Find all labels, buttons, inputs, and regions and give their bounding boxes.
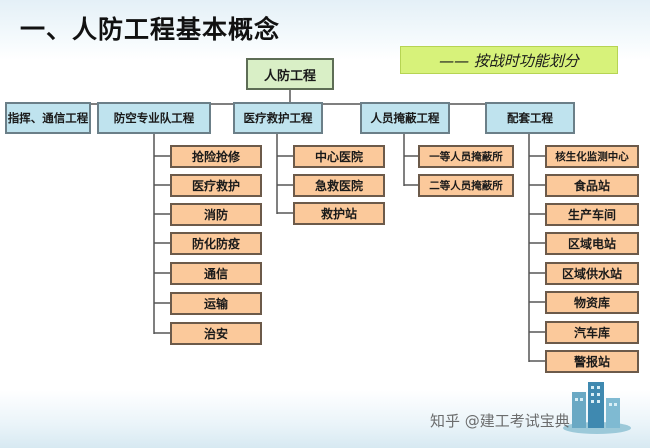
- leaf-communication: 通信: [170, 262, 262, 285]
- category-supporting: 配套工程: [485, 102, 575, 134]
- leaf-cbrn-monitoring-center: 核生化监测中心: [545, 145, 639, 168]
- footer-background: [0, 390, 650, 448]
- leaf-first-aid-station: 救护站: [293, 202, 385, 225]
- leaf-second-class-shelter: 二等人员掩蔽所: [418, 174, 514, 197]
- leaf-chemical-defense: 防化防疫: [170, 232, 262, 255]
- category-medical-rescue: 医疗救护工程: [233, 102, 323, 134]
- leaf-garage: 汽车库: [545, 321, 639, 344]
- building-icon: [563, 382, 631, 434]
- leaf-production-workshop: 生产车间: [545, 203, 639, 226]
- leaf-fire-fighting: 消防: [170, 203, 262, 226]
- leaf-rescue-repair: 抢险抢修: [170, 145, 262, 168]
- leaf-transport: 运输: [170, 292, 262, 315]
- category-command-communication: 指挥、通信工程: [5, 102, 91, 134]
- leaf-regional-water-station: 区域供水站: [545, 262, 639, 285]
- leaf-emergency-hospital: 急救医院: [293, 174, 385, 197]
- root-node: 人防工程: [246, 58, 334, 90]
- legend-box: —— 按战时功能划分: [400, 46, 618, 74]
- slide-title: 一、人防工程基本概念: [20, 15, 281, 44]
- category-defense-team: 防空专业队工程: [97, 102, 211, 134]
- leaf-food-station: 食品站: [545, 174, 639, 197]
- leaf-public-security: 治安: [170, 322, 262, 345]
- leaf-central-hospital: 中心医院: [293, 145, 385, 168]
- watermark: 知乎 @建工考试宝典: [430, 412, 570, 430]
- leaf-first-class-shelter: 一等人员掩蔽所: [418, 145, 514, 168]
- leaf-alarm-station: 警报站: [545, 350, 639, 373]
- leaf-medical-aid: 医疗救护: [170, 174, 262, 197]
- leaf-regional-power-station: 区域电站: [545, 232, 639, 255]
- category-personnel-shelter: 人员掩蔽工程: [360, 102, 450, 134]
- leaf-material-depot: 物资库: [545, 291, 639, 314]
